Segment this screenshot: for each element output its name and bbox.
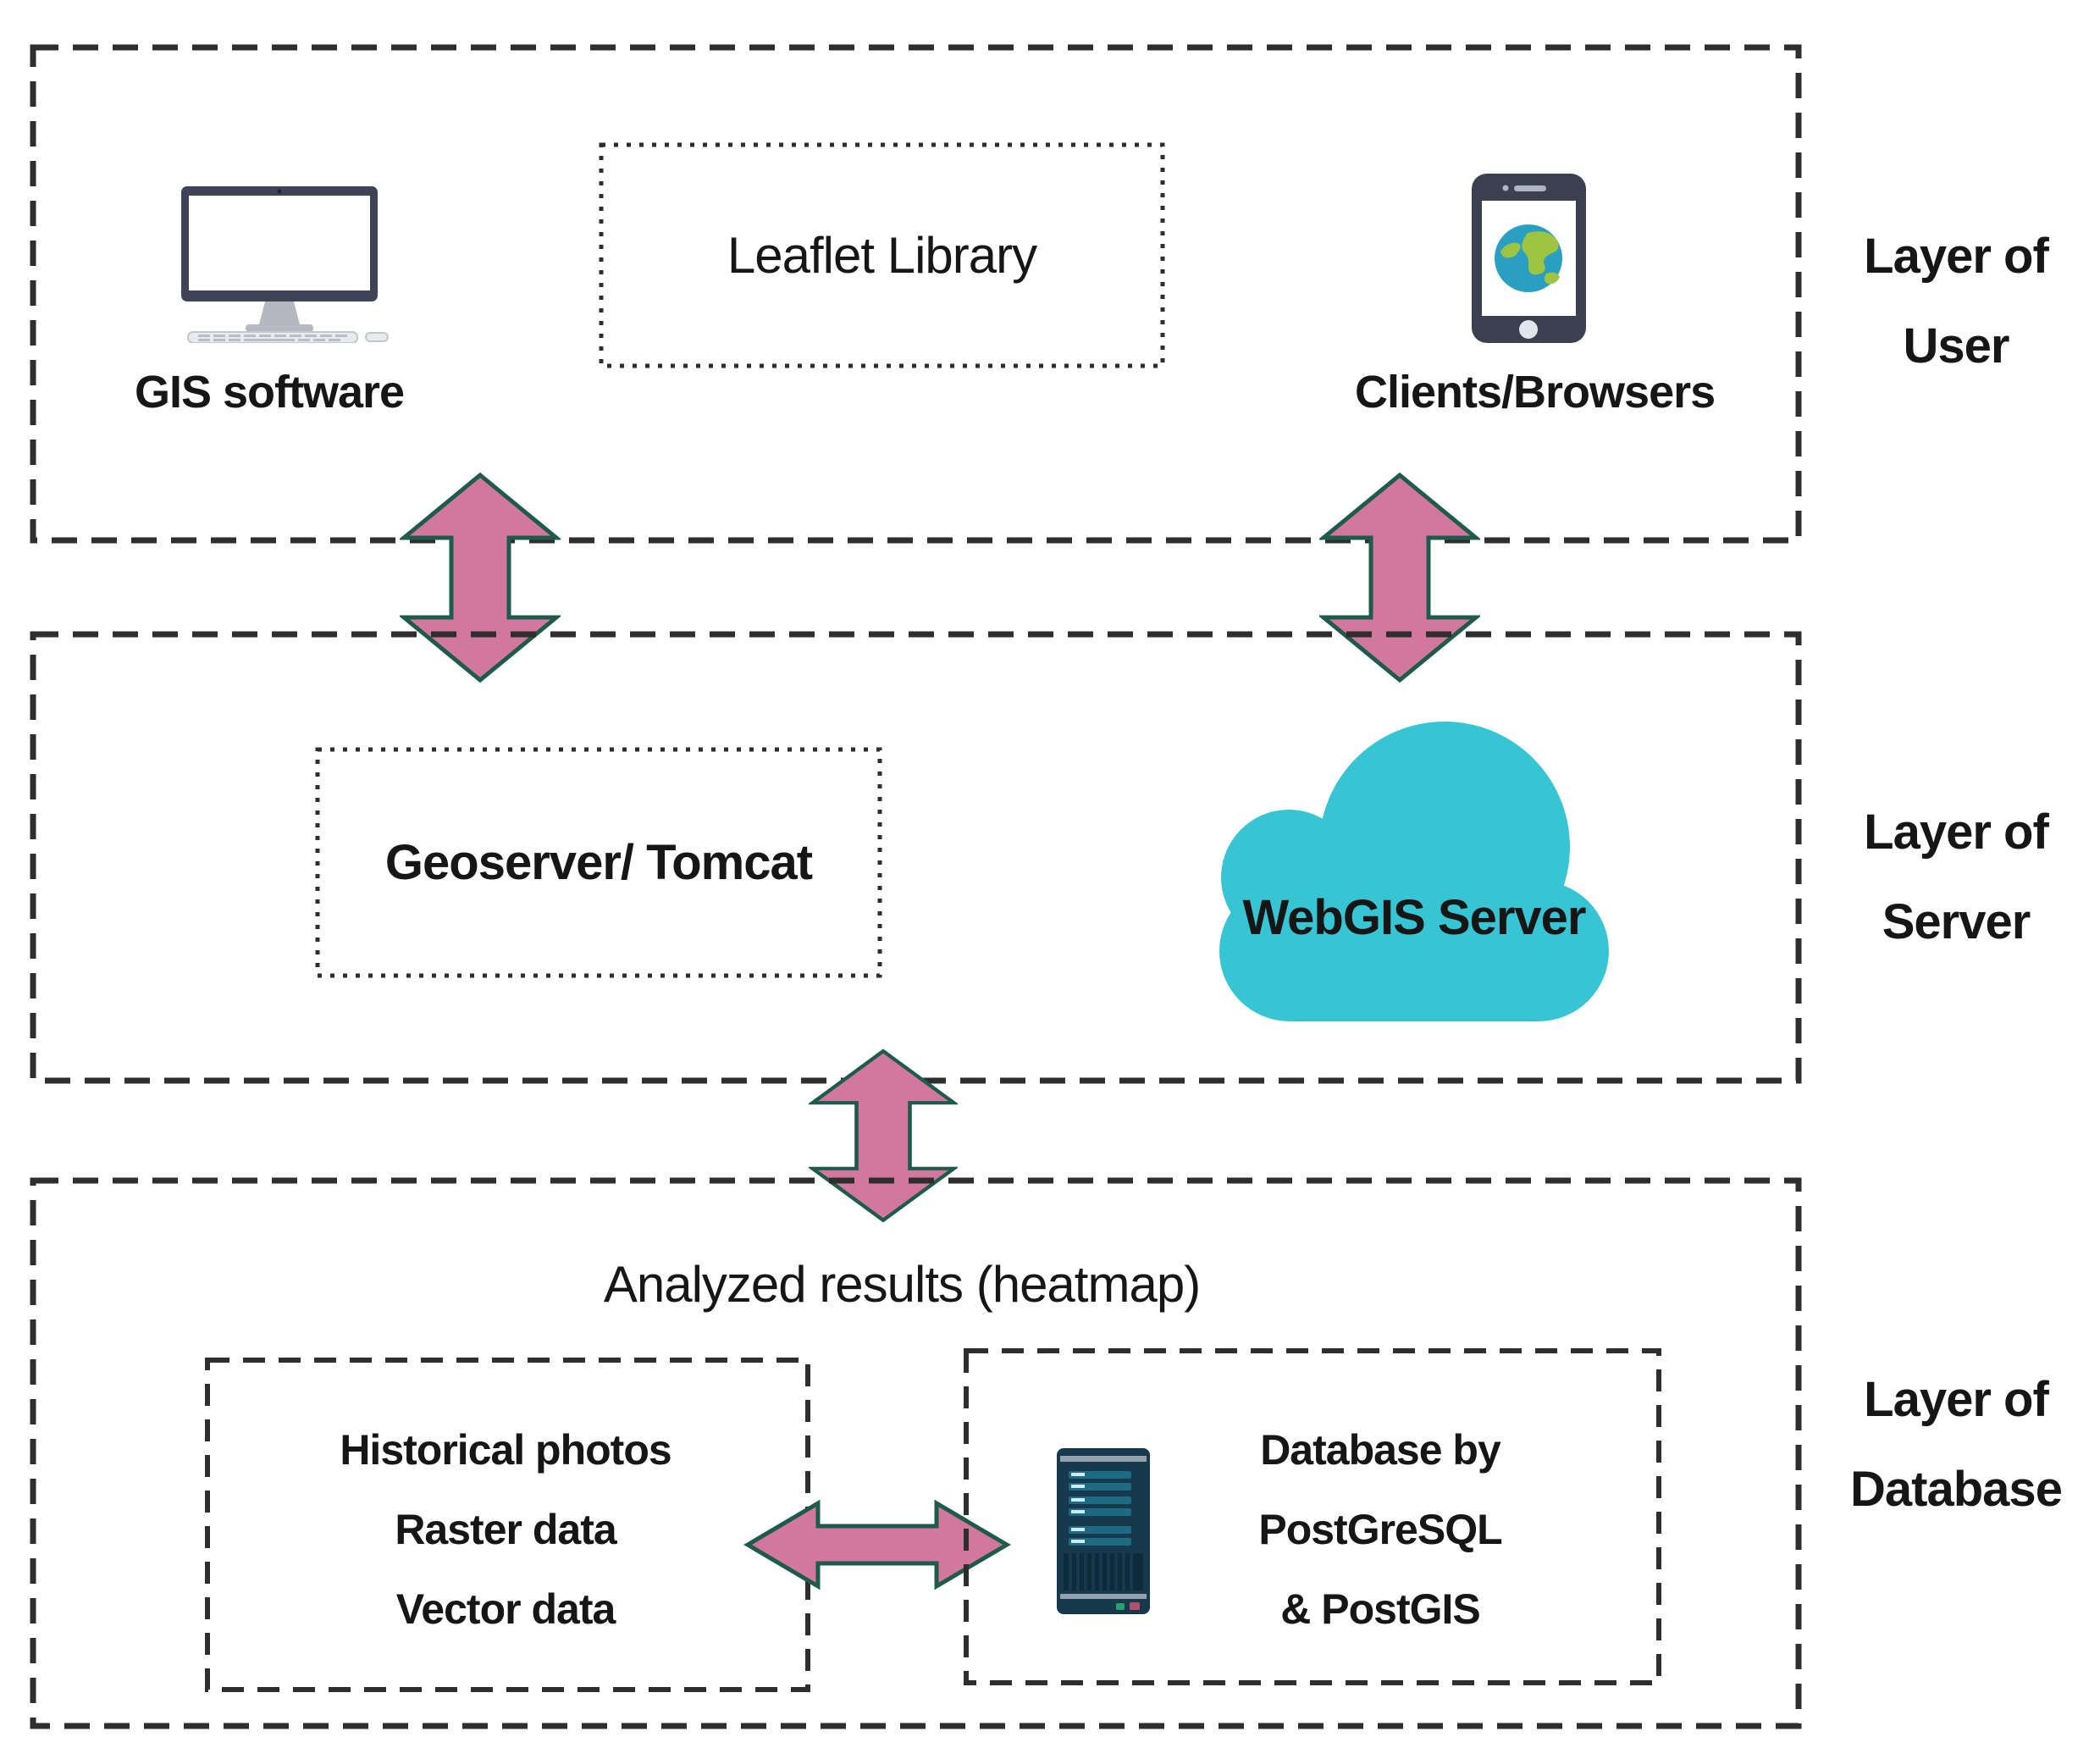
historical-photos-label: Historical photos [340,1426,671,1474]
layer-of-user-label: Layer of User [1812,212,2100,391]
vector-data-label: Vector data [395,1585,616,1633]
clients-browsers-label: Clients/Browsers [1355,367,1716,418]
arrow-gis-to-server-icon [398,471,562,684]
postgresql-label: PostGreSQL [1258,1506,1502,1553]
monitor [181,186,378,332]
arrow-clients-to-server-icon [1318,471,1482,684]
dotted-border [599,142,1165,368]
layer-of-server-line1: Layer of [1864,805,2049,860]
webgis-server-label: WebGIS Server [1242,890,1586,945]
desktop-computer-icon [169,186,390,344]
dashed-border [964,1348,1661,1685]
server-tower-icon [1057,1448,1150,1614]
database-box [964,1348,1661,1685]
layer-of-database-box [30,1177,1802,1729]
layer-of-user-line2: User [1903,318,2010,373]
dashed-border [30,1177,1802,1729]
database-box-lines: Database by PostGreSQL & PostGIS [1101,1410,1660,1649]
gis-software-label: GIS software [134,367,405,418]
layer-of-server-box [30,631,1802,1084]
arrow-data-to-database-icon [743,1497,1011,1592]
leaflet-library-box: Leaflet Library [599,142,1165,368]
dashed-border [30,631,1802,1084]
dotted-border [315,747,882,978]
layer-of-server-label: Layer of Server [1812,788,2100,967]
globe-icon [1495,224,1562,292]
dashed-border [30,44,1802,544]
mouse [365,332,389,342]
raster-data-label: Raster data [395,1506,616,1553]
smartphone-icon [1472,174,1586,343]
leaflet-library-label: Leaflet Library [727,227,1037,284]
webgis-cloud-shape [1218,718,1611,1023]
geoserver-tomcat-box: Geoserver/ Tomcat [315,747,882,978]
layer-of-user-line1: Layer of [1864,229,2049,284]
data-sources-lines: Historical photos Raster data Vector dat… [213,1410,798,1649]
layer-of-database-label: Layer of Database [1812,1355,2100,1535]
layer-of-database-line1: Layer of [1864,1372,2049,1427]
database-by-label: Database by [1260,1426,1501,1474]
postgis-label: & PostGIS [1280,1585,1480,1633]
layer-of-server-line2: Server [1882,894,2031,949]
layer-of-user-box [30,44,1802,544]
keyboard [187,331,358,344]
geoserver-tomcat-label: Geoserver/ Tomcat [384,835,813,890]
analyzed-results-label: Analyzed results (heatmap) [603,1256,1201,1313]
layer-of-database-line2: Database [1850,1462,2063,1517]
